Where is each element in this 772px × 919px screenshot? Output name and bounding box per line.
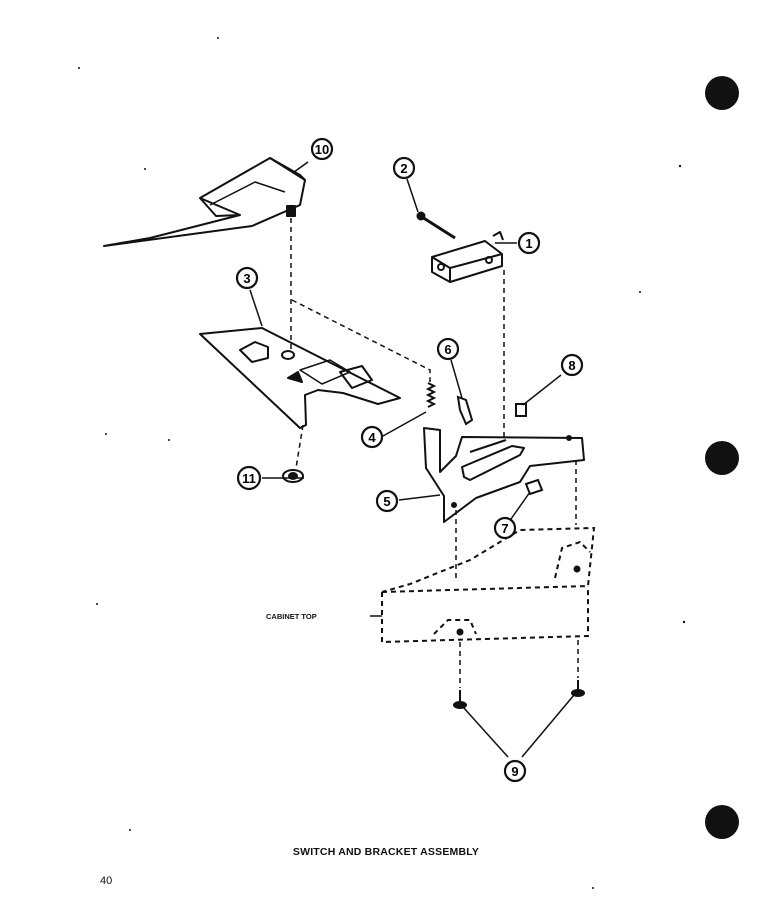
- part-mounting-screws: [453, 680, 585, 709]
- svg-text:10: 10: [315, 142, 329, 157]
- cabinet-top-panel: [381, 526, 596, 644]
- callout-9: 9: [503, 759, 527, 783]
- part-main-bracket: [423, 427, 585, 523]
- part-actuator-lever: [103, 157, 306, 247]
- binder-hole-middle: [705, 441, 739, 475]
- callout-leaders: [249, 161, 575, 758]
- svg-text:7: 7: [501, 521, 508, 536]
- svg-text:4: 4: [368, 430, 376, 445]
- part-nut: [282, 469, 304, 483]
- diagram-caption: SWITCH AND BRACKET ASSEMBLY: [292, 846, 480, 858]
- part-small-clip: [515, 403, 527, 417]
- callout-7: 7: [493, 516, 517, 540]
- label-cabinet-top: CABINET TOP: [266, 612, 317, 621]
- page-number: 40: [100, 875, 113, 887]
- callout-8: 8: [560, 353, 584, 377]
- svg-text:2: 2: [400, 161, 407, 176]
- svg-text:9: 9: [511, 764, 518, 779]
- callout-4: 4: [360, 425, 384, 449]
- part-switch: [431, 231, 504, 283]
- svg-text:5: 5: [383, 494, 390, 509]
- svg-text:3: 3: [243, 271, 250, 286]
- part-small-tab: [524, 478, 544, 496]
- callout-11: 11: [236, 465, 262, 491]
- binder-hole-bottom: [705, 805, 739, 839]
- part-spring: [425, 382, 437, 408]
- assembly-guide-lines: [290, 218, 579, 688]
- callout-10: 10: [310, 137, 334, 161]
- callout-2: 2: [392, 156, 416, 180]
- scan-speckles: [78, 37, 686, 889]
- svg-text:6: 6: [444, 342, 451, 357]
- callout-5: 5: [375, 489, 399, 513]
- callout-3: 3: [235, 266, 259, 290]
- svg-text:1: 1: [525, 236, 532, 251]
- svg-text:8: 8: [568, 358, 575, 373]
- part-bracket-plate: [199, 327, 401, 429]
- callout-6: 6: [436, 337, 460, 361]
- part-clip: [456, 395, 474, 426]
- part-screw: [416, 211, 456, 240]
- svg-text:11: 11: [242, 471, 256, 486]
- binder-hole-top: [705, 76, 739, 110]
- callout-1: 1: [517, 231, 541, 255]
